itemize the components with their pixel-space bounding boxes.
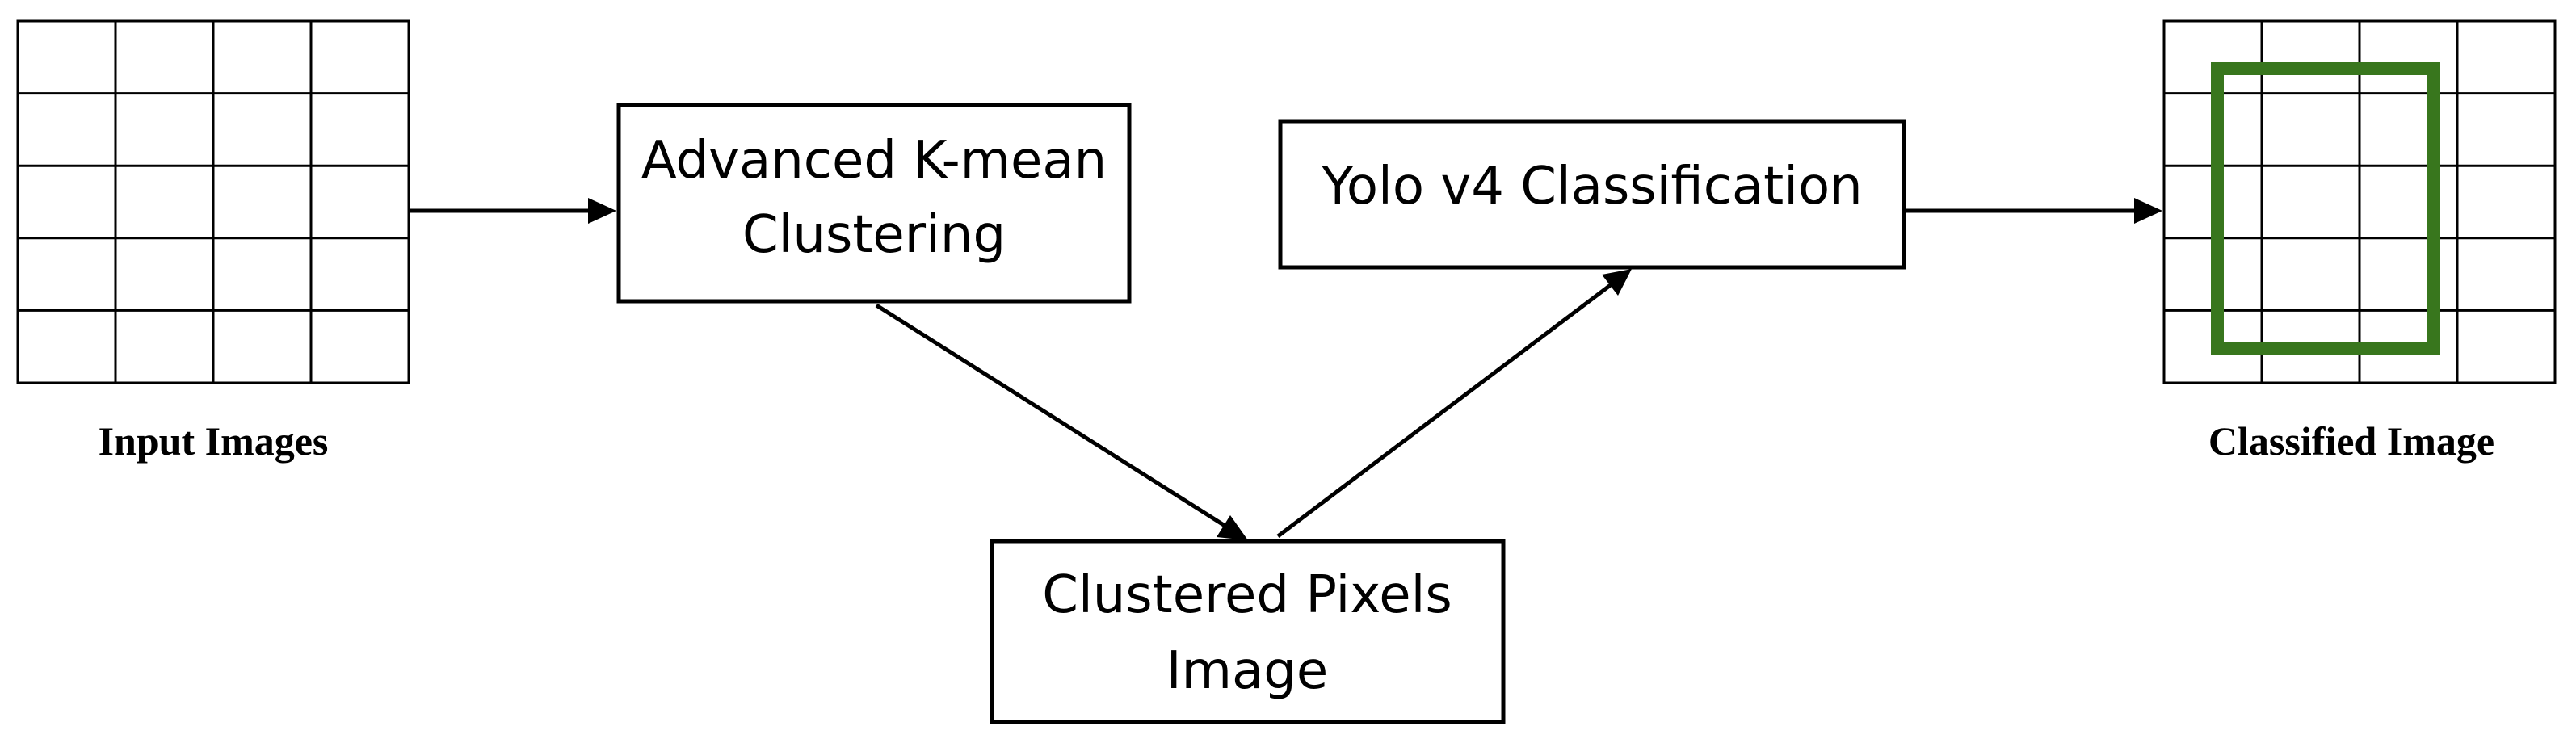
clustered-label-line2: Image <box>1166 641 1328 701</box>
yolo-classification-box: Yolo v4 Classification <box>1278 119 1906 270</box>
yolo-label: Yolo v4 Classification <box>1321 157 1862 216</box>
arrow-input-to-kmeans <box>409 198 616 224</box>
input-images-caption: Input Images <box>99 418 329 464</box>
kmeans-label-line1: Advanced K-mean <box>641 131 1107 191</box>
arrow-yolo-to-output <box>1904 198 2162 224</box>
clustered-pixels-box: Clustered Pixels Image <box>990 539 1506 724</box>
kmeans-clustering-box: Advanced K-mean Clustering <box>616 103 1132 304</box>
arrow-kmeans-to-clustered <box>875 303 1248 540</box>
arrow-clustered-to-yolo <box>1276 269 1632 538</box>
classified-image-grid <box>2162 19 2557 384</box>
detection-bounding-box <box>2211 62 2440 355</box>
input-image-grid <box>16 19 410 384</box>
classified-image-caption: Classified Image <box>2208 418 2494 464</box>
kmeans-label-line2: Clustering <box>742 205 1006 265</box>
clustered-label-line1: Clustered Pixels <box>1042 565 1452 625</box>
